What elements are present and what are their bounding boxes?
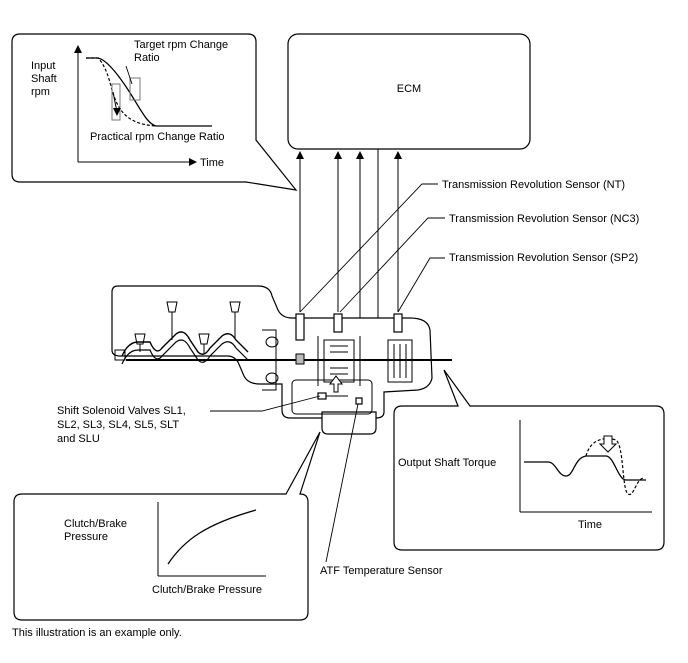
sensor-nt-label: Transmission Revolution Sensor (NT) bbox=[442, 179, 625, 191]
atf-temperature-sensor bbox=[355, 397, 363, 405]
torque-converter-left bbox=[262, 329, 277, 391]
valve-body-outline bbox=[291, 379, 373, 415]
valve-body-lower bbox=[321, 411, 377, 435]
atf-leader bbox=[325, 403, 359, 563]
output-gear-housing bbox=[387, 339, 413, 383]
clutch-drum bbox=[317, 336, 361, 386]
practical-rpm-marker bbox=[111, 83, 121, 121]
target-rpm-leader bbox=[125, 65, 133, 85]
ecm-box bbox=[287, 33, 531, 150]
target-rpm-curve bbox=[86, 57, 212, 127]
sensor-sp2-leader bbox=[397, 257, 445, 313]
transmission-housing bbox=[111, 285, 433, 419]
solenoid-leader bbox=[210, 395, 321, 412]
torque-graph-y-label: Output Shaft Torque bbox=[398, 457, 496, 469]
practical-rpm-label: Practical rpm Change Ratio bbox=[90, 131, 225, 143]
torque-converter-upper bbox=[265, 336, 279, 348]
torque-graph-x-label: Time bbox=[578, 519, 602, 531]
sensor-nt bbox=[295, 313, 305, 341]
valve-head-1 bbox=[134, 333, 146, 345]
solenoid-flow-arrow bbox=[329, 375, 343, 393]
torque-solid-curve bbox=[524, 455, 646, 481]
solenoid-label-line-2: SL2, SL3, SL4, SL5, SLT bbox=[57, 419, 179, 431]
pump-port bbox=[114, 349, 126, 361]
rpm-graph-callout bbox=[11, 33, 298, 191]
pressure-y-label-line-2: Pressure bbox=[64, 531, 108, 543]
hydraulic-channel bbox=[121, 331, 249, 357]
sensor-nc3 bbox=[333, 313, 343, 333]
target-rpm-label: Target rpm Change Ratio bbox=[134, 39, 231, 64]
target-rpm-line-1: Target rpm Change bbox=[134, 39, 228, 51]
target-rpm-line-2: Ratio bbox=[134, 52, 160, 64]
solenoid-label-line-1: Shift Solenoid Valves SL1, bbox=[57, 405, 186, 417]
torque-graph-callout bbox=[393, 369, 665, 551]
input-gear bbox=[295, 353, 305, 365]
torque-converter-lower bbox=[265, 372, 279, 384]
pressure-graph-x-label: Clutch/Brake Pressure bbox=[152, 584, 262, 596]
pressure-graph-y-label: Clutch/Brake Pressure bbox=[64, 518, 130, 543]
valve-head-2 bbox=[166, 301, 178, 313]
rpm-y-label-line-3: rpm bbox=[31, 86, 50, 98]
rpm-graph-x-label: Time bbox=[200, 157, 224, 169]
torque-down-arrow bbox=[598, 435, 618, 453]
rpm-y-label-line-2: Shaft bbox=[31, 73, 57, 85]
sensor-nt-leader bbox=[299, 183, 438, 313]
solenoid-label-line-3: and SLU bbox=[57, 433, 100, 445]
rpm-graph-y-label: Input Shaft rpm bbox=[31, 60, 60, 98]
pressure-graph-callout bbox=[13, 431, 321, 621]
torque-dashed-curve bbox=[585, 437, 645, 496]
atf-label: ATF Temperature Sensor bbox=[320, 565, 443, 577]
rpm-y-label-line-1: Input bbox=[31, 60, 55, 72]
sensor-sp2-label: Transmission Revolution Sensor (SP2) bbox=[449, 252, 638, 264]
sensor-nc3-label: Transmission Revolution Sensor (NC3) bbox=[449, 213, 639, 225]
footer-note: This illustration is an example only. bbox=[12, 627, 182, 639]
clutch-plates bbox=[330, 345, 348, 375]
valve-head-4 bbox=[229, 301, 241, 313]
ecm-label: ECM bbox=[397, 83, 421, 95]
practical-rpm-arrow-head bbox=[113, 108, 121, 116]
target-rpm-marker bbox=[129, 77, 141, 101]
sensor-nc3-leader bbox=[339, 217, 445, 313]
hydraulic-channel-inner bbox=[121, 339, 249, 365]
pressure-y-label-line-1: Clutch/Brake bbox=[64, 518, 127, 530]
pressure-curve bbox=[167, 509, 257, 565]
sensor-sp2 bbox=[393, 313, 403, 333]
solenoid-label: Shift Solenoid Valves SL1, SL2, SL3, SL4… bbox=[57, 405, 189, 445]
output-gear-teeth bbox=[393, 344, 407, 378]
valve-head-3 bbox=[198, 333, 210, 345]
